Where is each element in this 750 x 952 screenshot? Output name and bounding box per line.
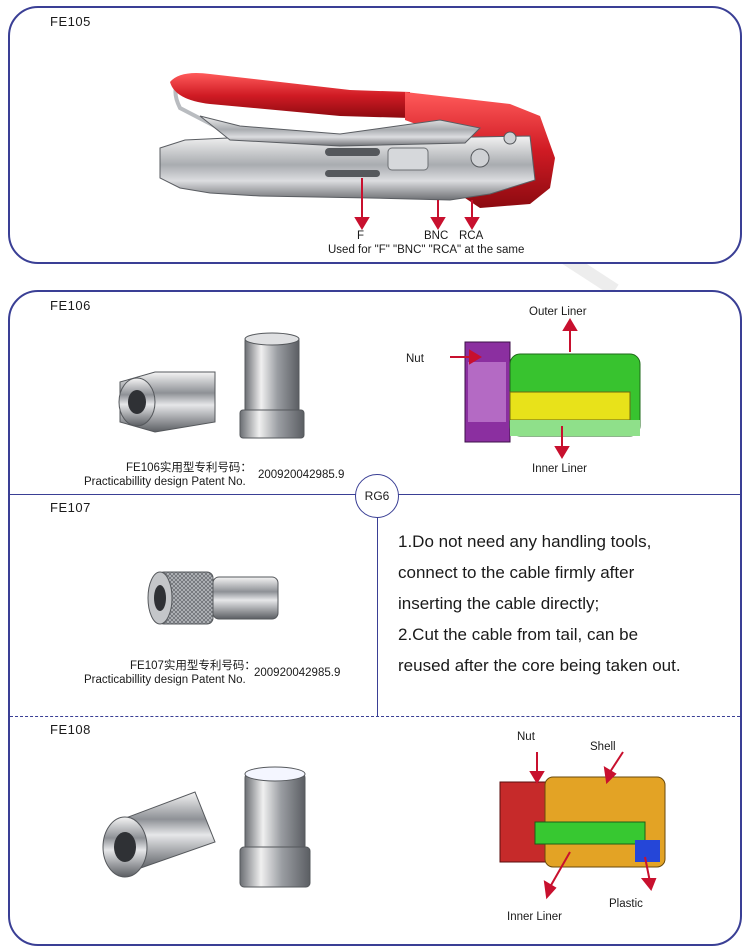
fe106-patent-number: 200920042985.9 [258,469,345,481]
label-inner-liner-fe106: Inner Liner [532,463,587,475]
fe107-description: 1.Do not need any handling tools, connec… [398,526,728,681]
label-shell: Shell [590,741,616,753]
panel-fe105: FE105 F BNC RCA Used for "F" "BN [8,6,742,264]
label-nut-fe106: Nut [406,353,424,365]
rg6-badge: RG6 [355,474,399,518]
model-label-fe108: FE108 [50,722,91,737]
label-plastic: Plastic [609,898,643,910]
model-label-fe105: FE105 [50,14,91,29]
fe107-patent-line1: FE107实用型专利号码： [130,660,256,672]
fe108-connector-image [102,766,311,888]
fe105-caption: Used for "F" "BNC" "RCA" at the same [328,244,525,256]
fe106-cross-section-diagram [450,318,641,459]
arrow-label-bnc: BNC [424,230,449,242]
fe107-connector-image [147,571,279,625]
description-line-5: reused after the core being taken out. [398,656,681,675]
fe107-patent-line2: Practicabillity design Patent No. [84,674,246,686]
fe108-cross-section-diagram [499,751,666,900]
fe106-patent-line1: FE106实用型专利号码： [126,462,252,474]
fe107-patent-number: 200920042985.9 [254,667,341,679]
arrow-label-rca: RCA [459,230,484,242]
model-label-fe107: FE107 [50,500,91,515]
rg6-badge-label: RG6 [364,489,390,503]
description-line-4: 2.Cut the cable from tail, can be [398,625,639,644]
label-nut-fe108: Nut [517,731,535,743]
description-line-1: 1.Do not need any handling tools, [398,532,652,551]
description-line-2: connect to the cable firmly after [398,563,635,582]
label-outer-liner: Outer Liner [529,306,587,318]
fe106-connector-image [118,332,305,439]
label-inner-liner-fe108: Inner Liner [507,911,562,923]
panel-fe106-108: FE106 FE106实用型专利号码： Practicabillity desi… [8,290,742,946]
crimp-tool-image [159,73,555,208]
divider-vertical [377,494,378,716]
description-line-3: inserting the cable directly; [398,594,600,613]
fe106-patent-line2: Practicabillity design Patent No. [84,476,246,488]
model-label-fe106: FE106 [50,298,91,313]
divider-fe107-fe108 [10,716,740,717]
fe105-arrows [354,178,480,230]
arrow-label-f: F [357,230,365,242]
